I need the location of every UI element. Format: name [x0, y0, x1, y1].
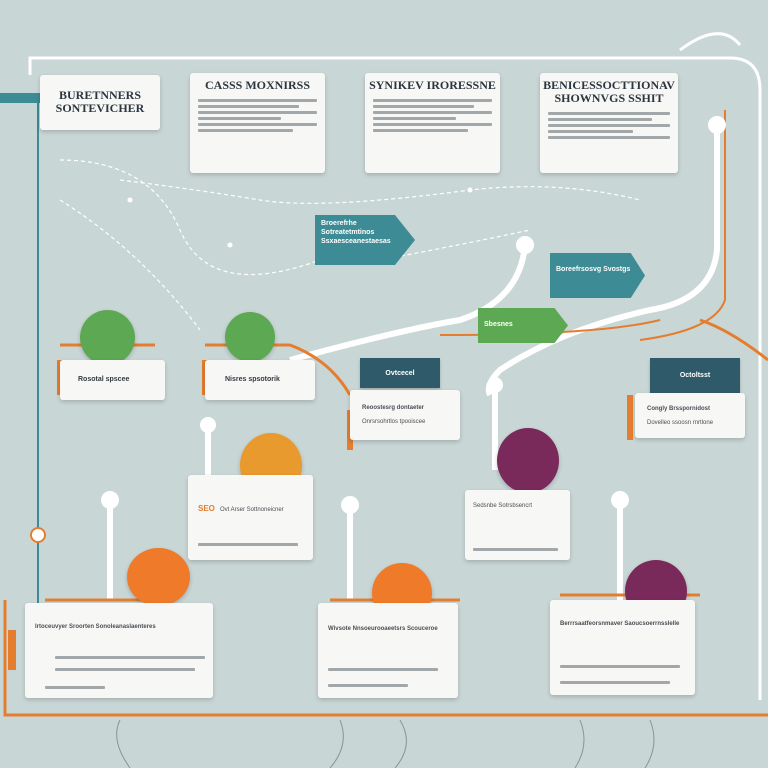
bottom-card-right: Berrrsaatfeorsnmaver Saoucsoerrnsslelle	[550, 600, 695, 695]
tag-navy-1: Ovtcecel	[360, 358, 440, 388]
tag-green: Sbesnes	[478, 308, 568, 343]
orange-mid-title: SEO	[198, 504, 215, 513]
bottom-card-mid: Wivsote Nnsoeurooaeetsrs Scouceroe	[318, 603, 458, 698]
tag-teal-2: Boreefrsosvg Svostgs	[550, 253, 645, 298]
top-card-1-title: BURETNNERS SONTEVICHER	[55, 88, 145, 115]
tag-teal-1: Broerefrhe Sotreatetmtinos Ssxaesceanest…	[315, 215, 415, 265]
oct-card: Congly Brsspornidost Dovelleo ssoosn rnr…	[635, 393, 745, 438]
bottom-card-mid-text: Wivsote Nnsoeurooaeetsrs Scouceroe	[328, 626, 438, 632]
top-card-1: BURETNNERS SONTEVICHER	[40, 75, 160, 130]
green-node-2-card: Nisres spsotorik	[205, 360, 315, 400]
green-node-1-card: Rosotal spscee	[60, 360, 165, 400]
oct-card-text: Congly Brsspornidost	[647, 406, 711, 412]
tag-navy-2: Octoltsst	[650, 358, 740, 393]
bottom-card-left-text: Irtoceuvyer Sroorten Sonoleanaslaenteres	[35, 624, 156, 630]
green-node-2-label: Nisres spsotorik	[225, 376, 280, 383]
top-card-4: BENICESSOCTTIONAV SHOWNVGS SSHIT	[540, 73, 678, 173]
purple-mid-text: Sedsnbe Sotrsbsencrt	[473, 503, 533, 509]
ovt-card-sub: Onrsrsohrtlos tpooiscee	[362, 419, 426, 425]
orange-mid-card: SEO Ovt Arser Sottnoneicner	[188, 475, 313, 560]
ovt-card-text: Reoostesrg dontaeter	[362, 405, 425, 411]
green-node-1	[80, 310, 135, 365]
bottom-card-left: Irtoceuvyer Sroorten Sonoleanaslaenteres	[25, 603, 213, 698]
top-card-4-title: BENICESSOCTTIONAV SHOWNVGS SSHIT	[543, 78, 675, 105]
ovt-card: Reoostesrg dontaeter Onrsrsohrtlos tpooi…	[350, 390, 460, 440]
orange-mid-text: Ovt Arser Sottnoneicner	[220, 507, 284, 513]
purple-mid-card: Sedsnbe Sotrsbsencrt	[465, 490, 570, 560]
top-card-2: CASSS MOXNIRSS	[190, 73, 325, 173]
top-card-2-title: CASSS MOXNIRSS	[204, 78, 311, 92]
bottom-card-right-text: Berrrsaatfeorsnmaver Saoucsoerrnsslelle	[560, 621, 680, 627]
green-node-2	[225, 312, 275, 362]
top-card-3: SYNIKEV IRORESSNE	[365, 73, 500, 173]
orange-node-bottom-left	[127, 548, 190, 606]
oct-card-sub: Dovelleo ssoosn rnrtlone	[647, 420, 714, 426]
top-card-3-title: SYNIKEV IRORESSNE	[369, 78, 496, 92]
green-node-1-label: Rosotal spscee	[78, 376, 130, 383]
purple-node-mid	[497, 428, 559, 493]
